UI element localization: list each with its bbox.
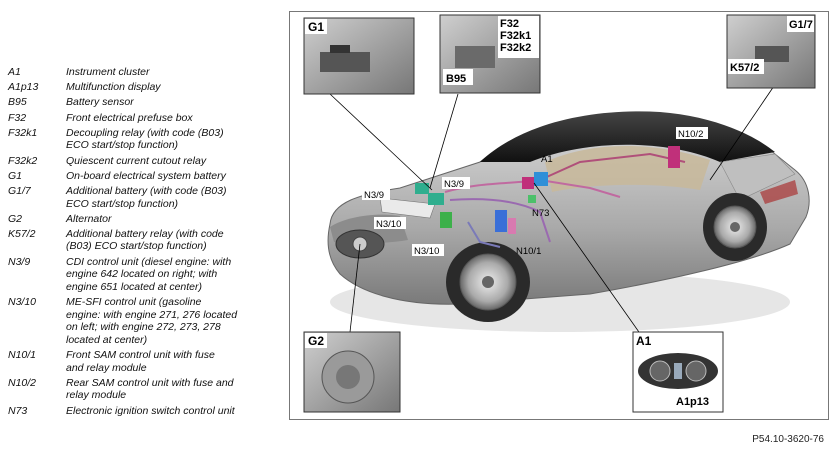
legend-code: F32k2 bbox=[8, 154, 38, 167]
a1-module bbox=[522, 177, 534, 189]
legend-code: K57/2 bbox=[8, 227, 36, 240]
n3-10-module bbox=[440, 212, 452, 228]
legend-code: F32 bbox=[8, 111, 27, 124]
legend-item: A1p13 Multifunction display bbox=[8, 81, 278, 94]
legend-description: Quiescent current cutout relay bbox=[66, 154, 207, 167]
inset-g1-label: G1 bbox=[308, 20, 324, 34]
n3-9-right-module bbox=[428, 193, 444, 205]
legend-description: Additional battery (with code (B03) ECO … bbox=[66, 184, 227, 210]
legend-code: F32k1 bbox=[8, 126, 38, 139]
legend-code: N10/2 bbox=[8, 376, 37, 389]
legend-code: N3/10 bbox=[8, 296, 37, 309]
inset-g1-7-label: G1/7 bbox=[789, 19, 813, 31]
callout-a1: A1 bbox=[541, 154, 553, 165]
inset-b95-label: B95 bbox=[446, 73, 466, 85]
inset-a1: A1 A1p13 bbox=[632, 331, 724, 413]
inset-a1p13-label: A1p13 bbox=[676, 396, 709, 408]
n10-1-module bbox=[495, 210, 507, 232]
callout-n73: N73 bbox=[532, 208, 549, 219]
legend-code: G1/7 bbox=[8, 184, 31, 197]
callout-n3-9-right: N3/9 bbox=[444, 179, 464, 190]
inset-k57-2-label: K57/2 bbox=[730, 62, 759, 74]
legend-description: On-board electrical system battery bbox=[66, 169, 226, 182]
legend-item: B95 Battery sensor bbox=[8, 96, 278, 109]
legend-code: B95 bbox=[8, 96, 27, 109]
inset-f32-label: F32 bbox=[500, 18, 519, 30]
legend-item: G1 On-board electrical system battery bbox=[8, 170, 278, 183]
legend-item: N3/10 ME-SFI control unit (gasoline engin… bbox=[8, 296, 278, 346]
inset-g2-label: G2 bbox=[308, 334, 324, 348]
legend-item: N3/9 CDI control unit (diesel engine: wit… bbox=[8, 256, 278, 294]
legend-code: A1p13 bbox=[8, 81, 39, 94]
inset-g2: G2 bbox=[303, 331, 401, 413]
legend-item: K57/2 Additional battery relay (with code… bbox=[8, 228, 278, 253]
legend-description: Front electrical prefuse box bbox=[66, 111, 193, 124]
legend-item: G1/7 Additional battery (with code (B03) … bbox=[8, 185, 278, 210]
legend-description: ME-SFI control unit (gasoline engine: wi… bbox=[66, 296, 238, 346]
n73-module bbox=[528, 195, 536, 203]
callout-n3-9-left: N3/9 bbox=[364, 190, 384, 201]
legend-item: F32k2 Quiescent current cutout relay bbox=[8, 155, 278, 168]
vehicle-diagram: G1 F32 F32k1 F32k2 B95 G1/7 K57/2 G2 A1 … bbox=[289, 11, 829, 420]
car-illustration bbox=[327, 111, 810, 332]
legend-code: N3/9 bbox=[8, 255, 31, 268]
legend-description: Additional battery relay (with code (B03… bbox=[66, 227, 224, 253]
legend-description: Decoupling relay (with code (B03) ECO st… bbox=[66, 126, 224, 152]
callout-n10-1: N10/1 bbox=[516, 246, 541, 257]
figure-id: P54.10-3620-76 bbox=[752, 434, 824, 445]
inset-f32: F32 F32k1 F32k2 B95 bbox=[439, 14, 541, 94]
component-blocks bbox=[415, 146, 680, 234]
legend-item: G2 Alternator bbox=[8, 213, 278, 226]
n10-2-module bbox=[668, 146, 680, 168]
a1-cluster-module bbox=[534, 172, 548, 186]
legend-item: N10/2 Rear SAM control unit with fuse and… bbox=[8, 377, 278, 402]
legend-code: G2 bbox=[8, 212, 23, 225]
callout-n3-10-bottom: N3/10 bbox=[414, 246, 439, 257]
inset-g1: G1 bbox=[303, 17, 415, 95]
n3-9-left-module bbox=[415, 183, 429, 194]
legend-code: N73 bbox=[8, 404, 28, 417]
legend-description: Multifunction display bbox=[66, 81, 161, 94]
legend-description: CDI control unit (diesel engine: with en… bbox=[66, 255, 232, 293]
legend-item: F32k1 Decoupling relay (with code (B03) E… bbox=[8, 127, 278, 152]
legend-description: Battery sensor bbox=[66, 96, 134, 109]
inset-a1-label: A1 bbox=[636, 334, 652, 348]
legend-item: N10/1 Front SAM control unit with fuse an… bbox=[8, 349, 278, 374]
legend-code: A1 bbox=[8, 66, 21, 78]
legend-description: Instrument cluster bbox=[66, 66, 150, 78]
legend-code: N10/1 bbox=[8, 349, 37, 361]
inset-g1-7: G1/7 K57/2 bbox=[726, 14, 816, 89]
n10-1-fuse-module bbox=[508, 218, 516, 234]
legend-code: G1 bbox=[8, 169, 23, 182]
legend-description: Rear SAM control unit with fuse and rela… bbox=[66, 376, 234, 402]
legend-description: Electronic ignition switch control unit bbox=[66, 404, 235, 417]
callout-n3-10-top: N3/10 bbox=[376, 219, 401, 230]
legend-item: N73 Electronic ignition switch control un… bbox=[8, 405, 278, 418]
legend-description: Alternator bbox=[66, 212, 112, 225]
callout-n10-2: N10/2 bbox=[678, 129, 703, 140]
legend-description: Front SAM control unit with fuse and rel… bbox=[66, 349, 215, 374]
legend-item: F32 Front electrical prefuse box bbox=[8, 112, 278, 125]
inset-f32k1-label: F32k1 bbox=[500, 30, 531, 42]
legend-item: A1 Instrument cluster bbox=[8, 66, 278, 79]
inset-f32k2-label: F32k2 bbox=[500, 42, 531, 54]
